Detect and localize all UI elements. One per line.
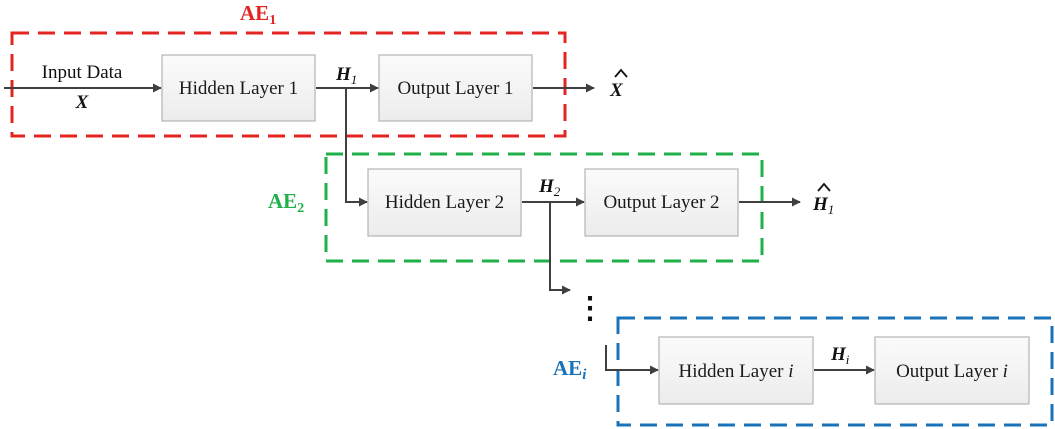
signal-hi-label: Hi xyxy=(830,344,850,367)
ae1-region xyxy=(10,31,567,138)
aei-label: AEi xyxy=(553,356,587,383)
arrow-h2-down xyxy=(549,202,571,295)
ellipsis-dots: ⋮ xyxy=(575,292,605,325)
input-data-label: Input Data xyxy=(42,62,123,83)
svg-text:Hidden Layer i: Hidden Layer i xyxy=(678,361,793,382)
ae1-label: AE1 xyxy=(240,1,276,28)
output-layer-i-box: Output Layer i xyxy=(874,336,1030,405)
svg-text:X: X xyxy=(609,80,624,101)
hat-accent xyxy=(817,182,831,192)
svg-text:Output Layer 1: Output Layer 1 xyxy=(397,78,513,99)
input-variable-x: X xyxy=(75,92,90,113)
arrow-into-hiddeni xyxy=(605,345,659,375)
hidden-layer-2-box: Hidden Layer 2 xyxy=(367,168,522,237)
svg-text:Hidden Layer 2: Hidden Layer 2 xyxy=(385,192,504,213)
signal-h2-label: H2 xyxy=(538,176,561,199)
hidden-layer-i-box: Hidden Layer i xyxy=(658,336,814,405)
hat-accent xyxy=(614,68,628,78)
hidden-layer-1-box: Hidden Layer 1 xyxy=(161,54,316,122)
output-layer-1-box: Output Layer 1 xyxy=(378,54,533,122)
aei-region xyxy=(616,316,1054,427)
ae2-region xyxy=(324,152,764,263)
svg-text:H1: H1 xyxy=(812,194,834,217)
svg-text:Hidden Layer 1: Hidden Layer 1 xyxy=(179,78,298,99)
output-h1hat: H1 xyxy=(812,182,834,217)
output-xhat: X xyxy=(609,68,628,101)
svg-text:Output Layer 2: Output Layer 2 xyxy=(603,192,719,213)
output-layer-2-box: Output Layer 2 xyxy=(584,168,739,237)
signal-h1-label: H1 xyxy=(335,64,357,87)
ae2-label: AE2 xyxy=(268,189,304,216)
arrow-h1-to-hidden2 xyxy=(345,88,368,207)
svg-text:Output Layer i: Output Layer i xyxy=(896,361,1008,382)
